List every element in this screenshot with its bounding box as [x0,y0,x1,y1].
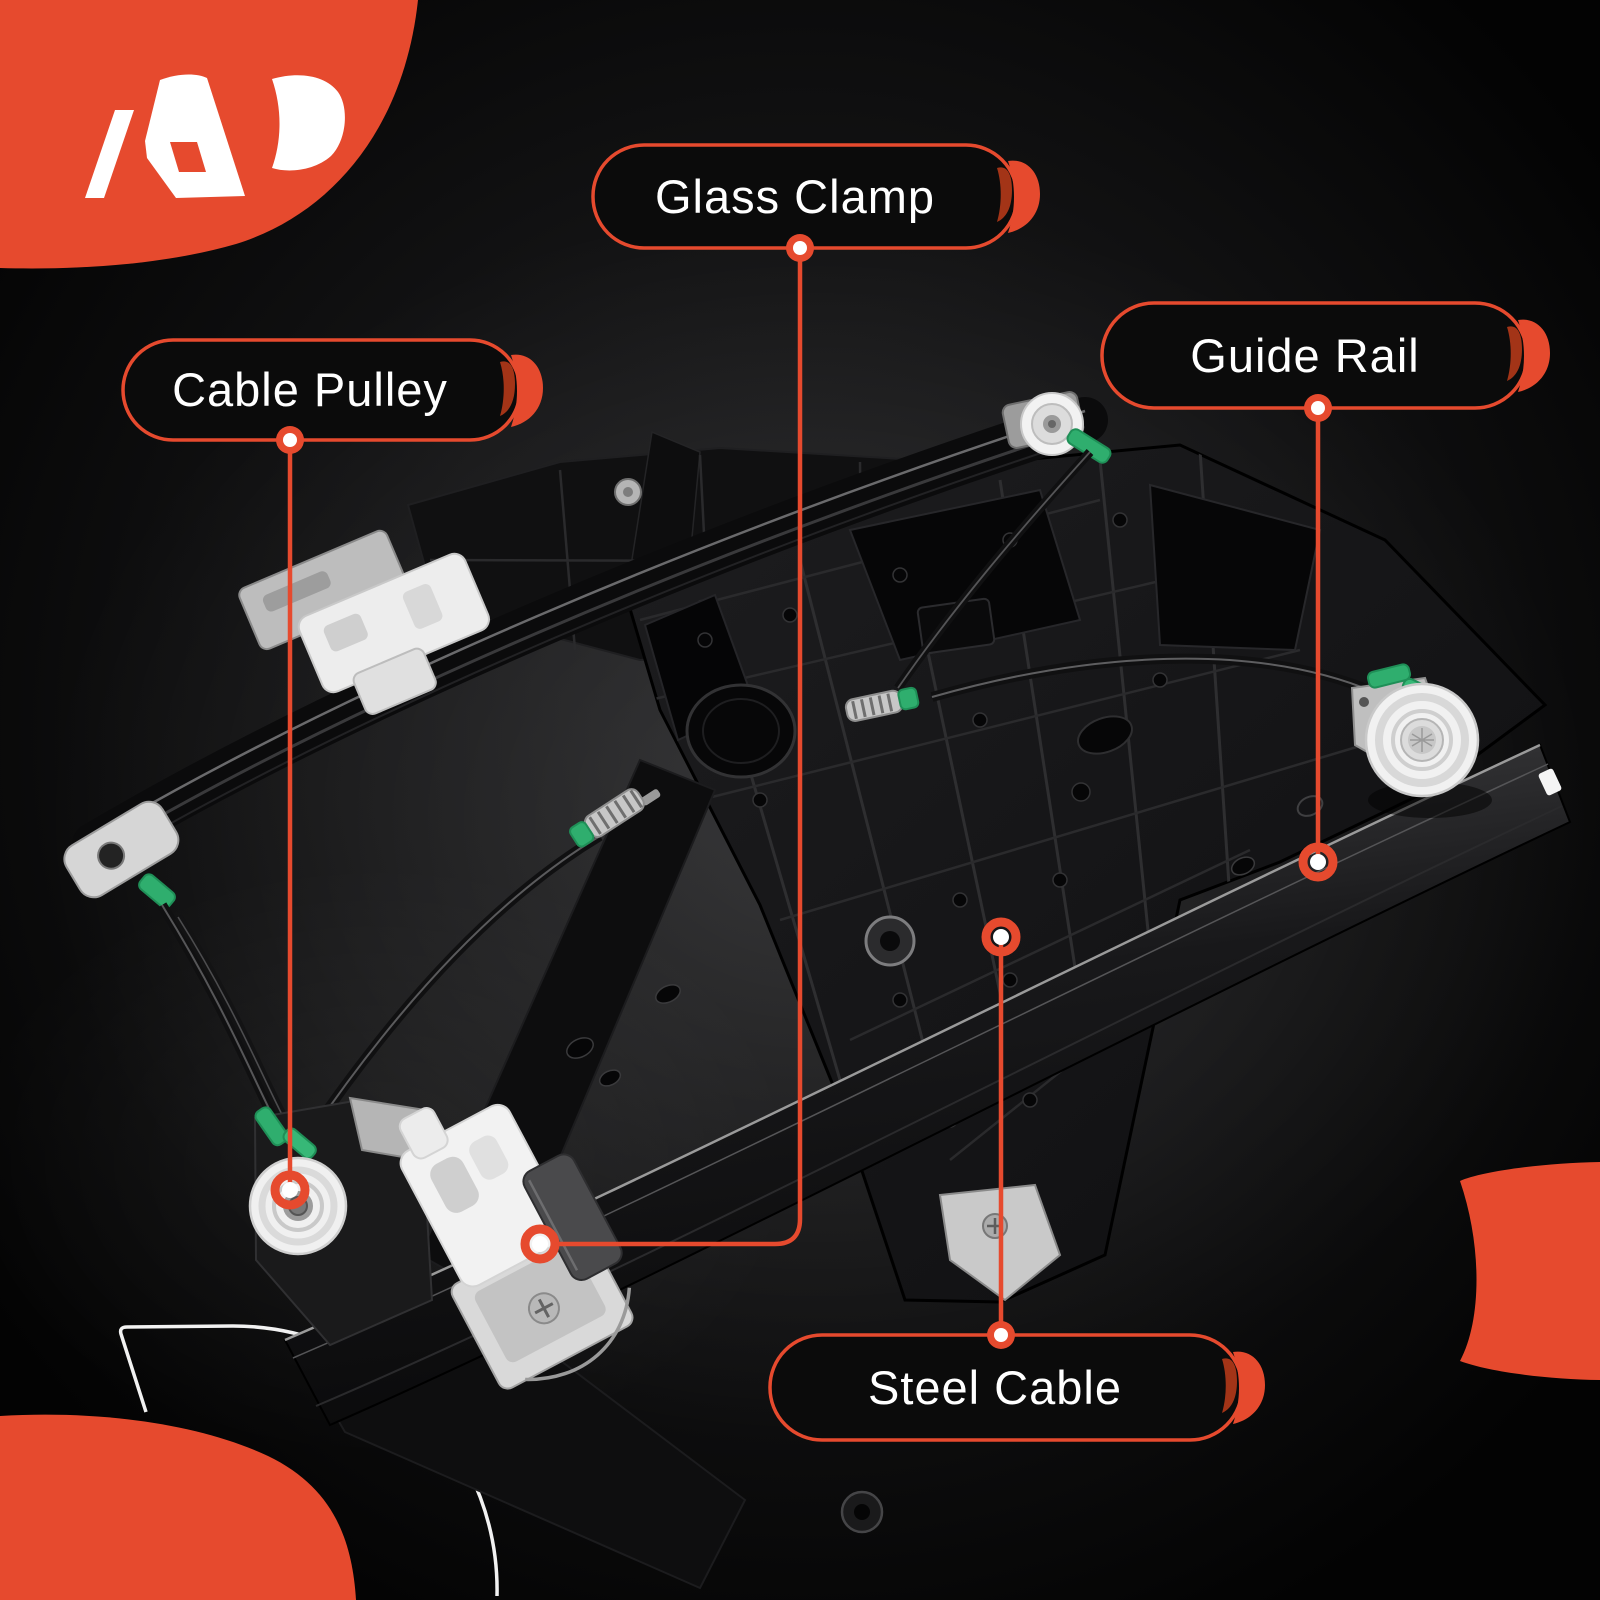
upper-right-pulley [1001,391,1112,464]
cable-end-green-fitting [1366,663,1412,689]
upper-rail-glass-clamp [238,529,490,715]
window-regulator-product [63,391,1572,1590]
rail-end-marker [1538,768,1562,796]
cable-tension-spring-left [569,788,661,848]
callout-endpoint-markers [270,842,1338,1264]
decor-red-blob [0,1414,356,1600]
upper-guide-rail [63,397,1108,909]
top-left-brand-badge [0,0,418,269]
callout-label-glass-clamp: Glass Clamp [655,170,935,223]
upper-rail-end-fitting [63,800,180,899]
callout-label-cable-pulley: Cable Pulley [172,363,448,416]
callout-label-steel-cable: Steel Cable [868,1361,1122,1414]
connector-line-glass-clamp [556,248,803,1247]
right-cable-pulley [1350,663,1492,818]
endpoint-steel-cable [981,917,1021,957]
endpoint-guide-rail [1298,842,1338,882]
lower-rail-holes [566,795,1324,1087]
cable-end-green-fitting [254,1106,289,1147]
callout-pill-cable-pulley: Cable Pulley [121,338,543,454]
callout-label-guide-rail: Guide Rail [1190,329,1419,382]
bottom-right-flag-decoration [1460,1162,1600,1380]
callout-connectors [287,248,1321,1335]
ap-monogram-icon [85,74,345,198]
callout-pill-steel-cable: Steel Cable [768,1321,1265,1442]
bottom-cable-pulley [248,1096,434,1347]
callout-pill-guide-rail: Guide Rail [1100,301,1550,422]
endpoint-glass-clamp [520,1224,560,1264]
cable-end-green-fitting [138,873,176,909]
cable-tension-spring-right [844,686,920,722]
endpoint-cable-pulley [270,1170,310,1210]
callout-pill-glass-clamp: Glass Clamp [591,143,1040,262]
